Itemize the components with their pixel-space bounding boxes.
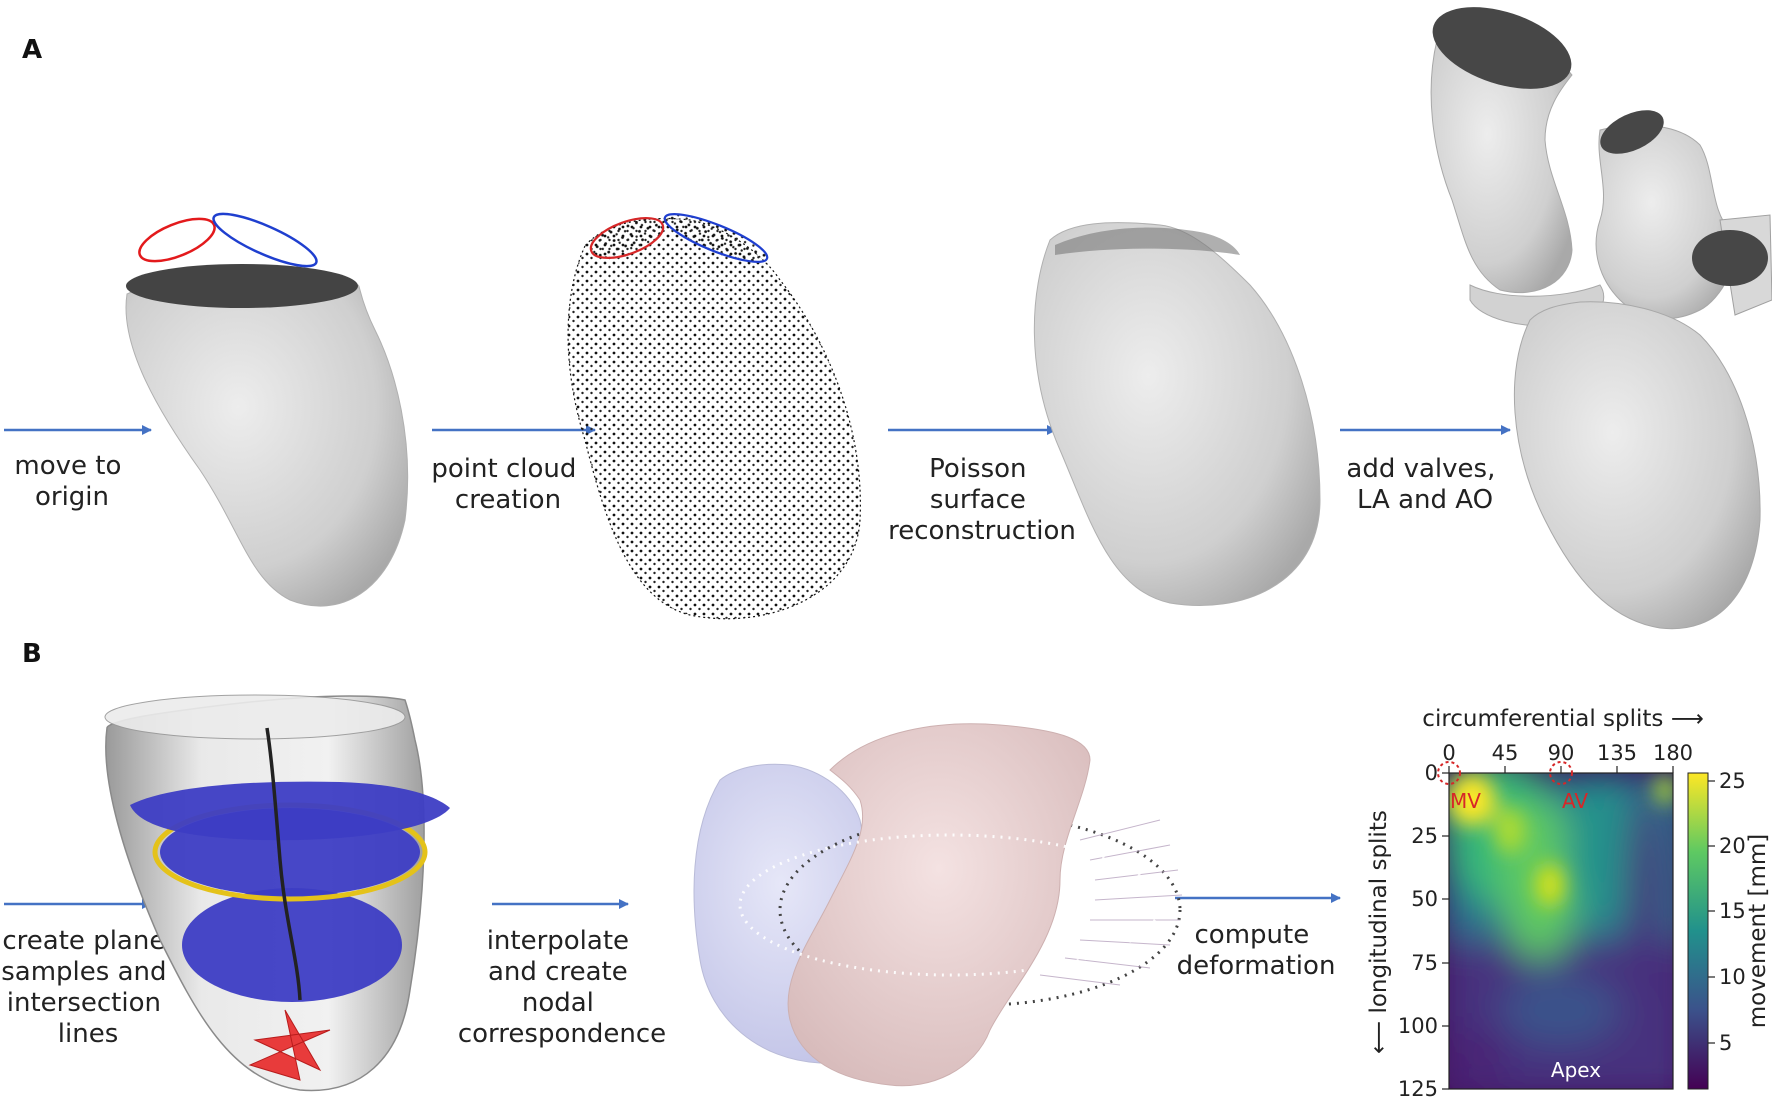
av-label: AV bbox=[1562, 789, 1588, 813]
panel-label-a: A bbox=[22, 35, 42, 65]
step-label-create-plane: create plane samples and intersection li… bbox=[1, 926, 175, 1049]
y-tick-75: 75 bbox=[1411, 951, 1438, 975]
y-tick-50: 50 bbox=[1411, 887, 1438, 911]
step-label-move-to-origin: move to origin bbox=[14, 451, 129, 512]
cbar-tick-25: 25 bbox=[1719, 769, 1746, 793]
heatmap-y-ticks bbox=[1442, 772, 1449, 1090]
lv-plane-samples bbox=[104, 694, 450, 1092]
cbar-tick-15: 15 bbox=[1719, 899, 1746, 923]
step-label-add-valves: add valves, LA and AO bbox=[1346, 454, 1503, 515]
mv-label: MV bbox=[1450, 789, 1481, 813]
nodal-correspondence bbox=[693, 723, 1183, 1087]
colorbar-title: movement [mm] bbox=[1745, 834, 1771, 1028]
plane-sample-1 bbox=[130, 781, 450, 841]
point-cloud bbox=[567, 213, 861, 620]
cbar-tick-10: 10 bbox=[1719, 965, 1746, 989]
x-tick-135: 135 bbox=[1597, 741, 1637, 765]
colorbar bbox=[1687, 772, 1715, 1090]
step-label-point-cloud: point cloud creation bbox=[431, 454, 584, 515]
y-tick-0: 0 bbox=[1425, 761, 1438, 785]
cbar-tick-20: 20 bbox=[1719, 834, 1746, 858]
lv-with-valves-la-ao bbox=[1430, 7, 1772, 630]
mitral-valve-ring bbox=[138, 217, 216, 263]
step-label-compute-deformation: compute deformation bbox=[1177, 920, 1336, 981]
av-marker bbox=[1549, 761, 1573, 785]
lv-mesh-origin bbox=[125, 212, 409, 607]
y-tick-25: 25 bbox=[1411, 824, 1438, 848]
apex-markers bbox=[248, 1009, 331, 1081]
x-tick-0: 0 bbox=[1442, 741, 1455, 765]
aortic-valve-ring bbox=[212, 212, 318, 268]
x-tick-45: 45 bbox=[1492, 741, 1519, 765]
x-tick-180: 180 bbox=[1653, 741, 1693, 765]
panel-label-b: B bbox=[22, 639, 42, 669]
y-tick-125: 125 bbox=[1398, 1077, 1438, 1101]
y-tick-100: 100 bbox=[1398, 1014, 1438, 1038]
mv-marker bbox=[1437, 761, 1461, 785]
cbar-tick-5: 5 bbox=[1719, 1031, 1732, 1055]
step-label-interpolate: interpolate and create nodal corresponde… bbox=[458, 926, 666, 1049]
heatmap-x-ticks bbox=[1448, 766, 1674, 773]
centerline bbox=[265, 727, 302, 1001]
poisson-surface bbox=[1033, 222, 1321, 607]
x-tick-90: 90 bbox=[1548, 741, 1575, 765]
x-axis-title: circumferential splits ⟶ bbox=[1422, 706, 1703, 732]
step-label-poisson: Poisson surface reconstruction bbox=[888, 454, 1076, 546]
movement-heatmap bbox=[1448, 772, 1674, 1090]
y-axis-title: ⟵ longitudinal splits bbox=[1366, 810, 1392, 1054]
apex-label: Apex bbox=[1551, 1058, 1601, 1082]
